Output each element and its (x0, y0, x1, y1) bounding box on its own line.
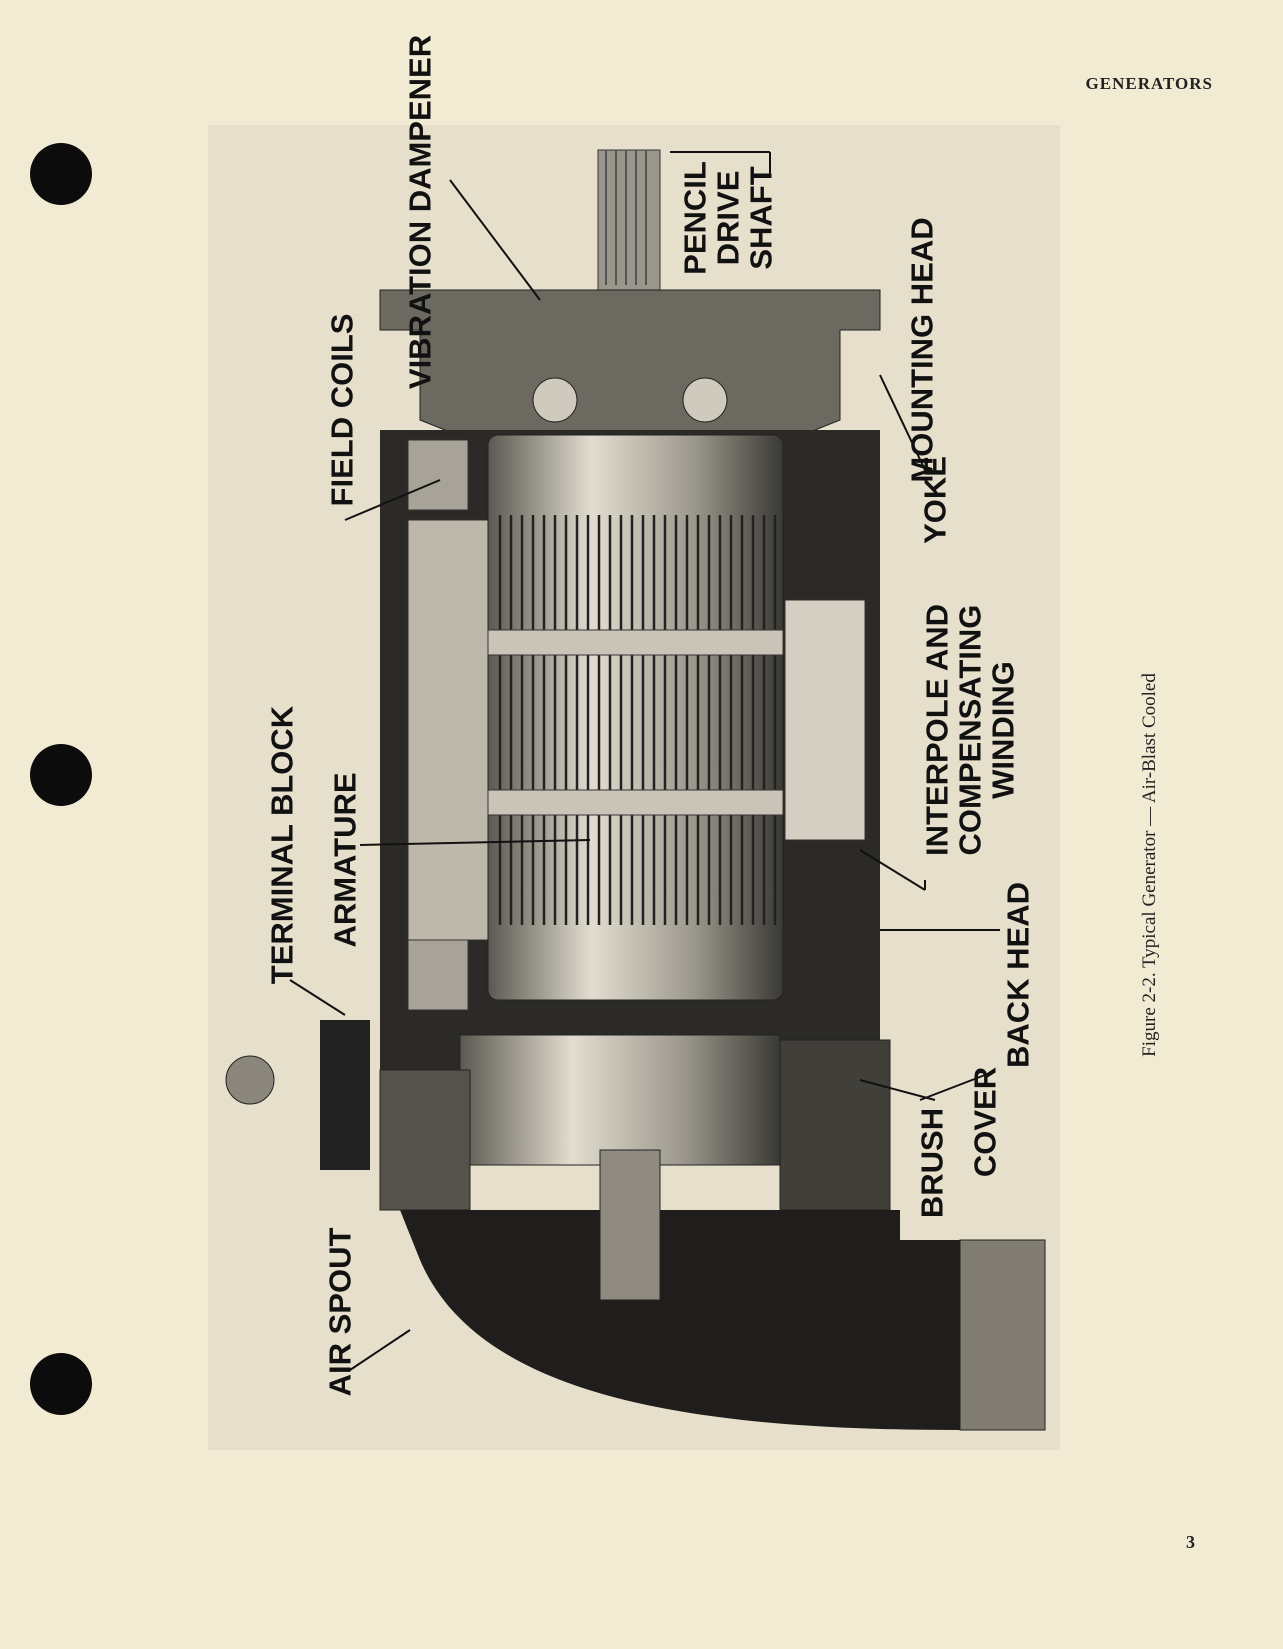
commutator (459, 1034, 781, 1166)
field-coil (407, 939, 469, 1011)
label-brush: BRUSH (914, 1107, 950, 1219)
page-number: 3 (1186, 1532, 1195, 1552)
label-armature: ARMATURE (327, 772, 363, 948)
mounting-head (379, 289, 881, 441)
punch-hole (30, 143, 92, 205)
brush-holder (779, 1039, 891, 1211)
label-vibration-dampener: VIBRATION DAMPENER (402, 34, 438, 390)
terminal-block (320, 1020, 370, 1170)
field-coil (407, 439, 469, 511)
label-yoke: YOKE (917, 456, 953, 544)
running-header: GENERATORS (1085, 74, 1213, 93)
field-pole-left (407, 519, 489, 941)
label-interpole-compensating-winding: INTERPOLE AND COMPENSATING WINDING (919, 603, 1021, 857)
air-spout (400, 1210, 1045, 1430)
punch-hole (30, 1353, 92, 1415)
field-pole-right (784, 599, 866, 841)
label-back-head: BACK HEAD (1000, 882, 1036, 1068)
punch-hole (30, 744, 92, 806)
label-mounting-head: MOUNTING HEAD (904, 217, 940, 483)
label-terminal-block: TERMINAL BLOCK (264, 705, 300, 985)
label-cover: COVER (967, 1066, 1003, 1178)
figure-caption: Figure 2-2. Typical Generator — Air-Blas… (1139, 673, 1160, 1057)
label-pencil-drive-shaft: PENCIL DRIVE SHAFT (677, 161, 779, 275)
label-field-coils: FIELD COILS (324, 313, 360, 507)
label-air-spout: AIR SPOUT (322, 1227, 358, 1397)
